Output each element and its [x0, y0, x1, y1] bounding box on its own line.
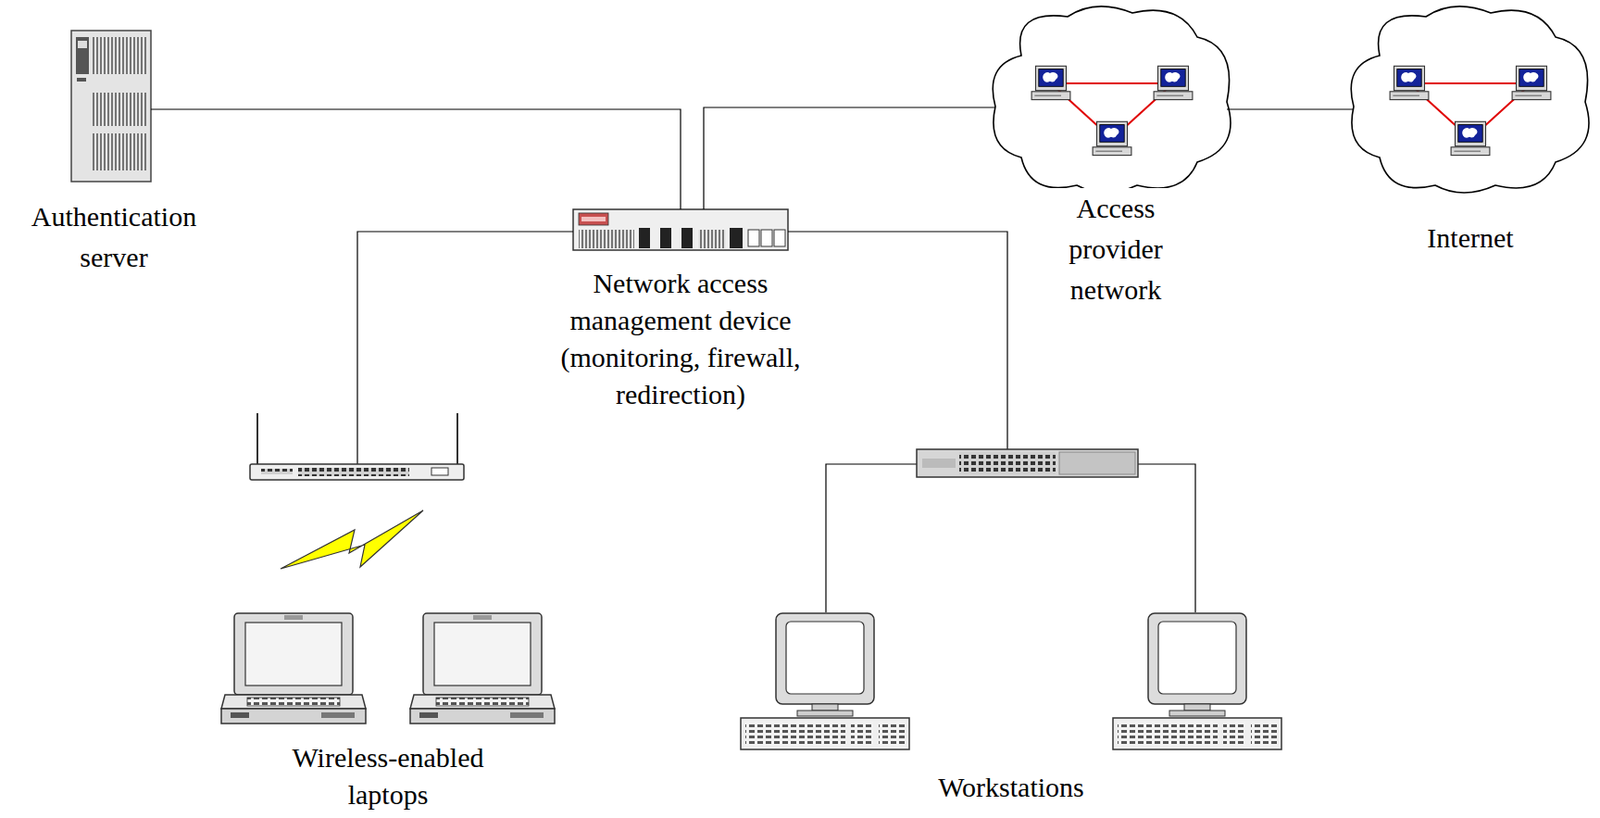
device-node: Network access management device (monito… [573, 209, 788, 250]
access-device [573, 209, 788, 250]
connector [703, 107, 996, 210]
node-label: Workstations [872, 766, 1150, 808]
node-label: Network access management device (monito… [523, 264, 838, 413]
laptop-icon [221, 612, 366, 724]
cloud-node: Access provider network [984, 0, 1240, 200]
laptop-group: Wireless-enabled laptops [219, 612, 557, 725]
node-label: Authentication server [2, 196, 225, 278]
node-label: Access provider network [1033, 187, 1199, 311]
connector-line [703, 107, 996, 210]
connector [150, 109, 681, 210]
network-switch [916, 449, 1138, 477]
server-node: Authentication server [71, 30, 151, 182]
connector-line [150, 109, 681, 210]
access-cloud [992, 6, 1231, 193]
laptop-icon [410, 612, 555, 724]
wireless-bolt [280, 510, 424, 569]
connector [1226, 109, 1354, 111]
server-tower [71, 30, 151, 182]
workstation-group: Workstations [739, 612, 1283, 750]
connector-line [1226, 108, 1354, 110]
node-label: Internet [1377, 217, 1563, 259]
workstation-icon [740, 612, 910, 750]
node-label: Wireless-enabled laptops [258, 738, 518, 813]
cloud-node: Internet [1342, 0, 1599, 200]
workstation-icon [1112, 612, 1282, 750]
internet-cloud [1350, 6, 1589, 193]
access-point [250, 412, 464, 480]
